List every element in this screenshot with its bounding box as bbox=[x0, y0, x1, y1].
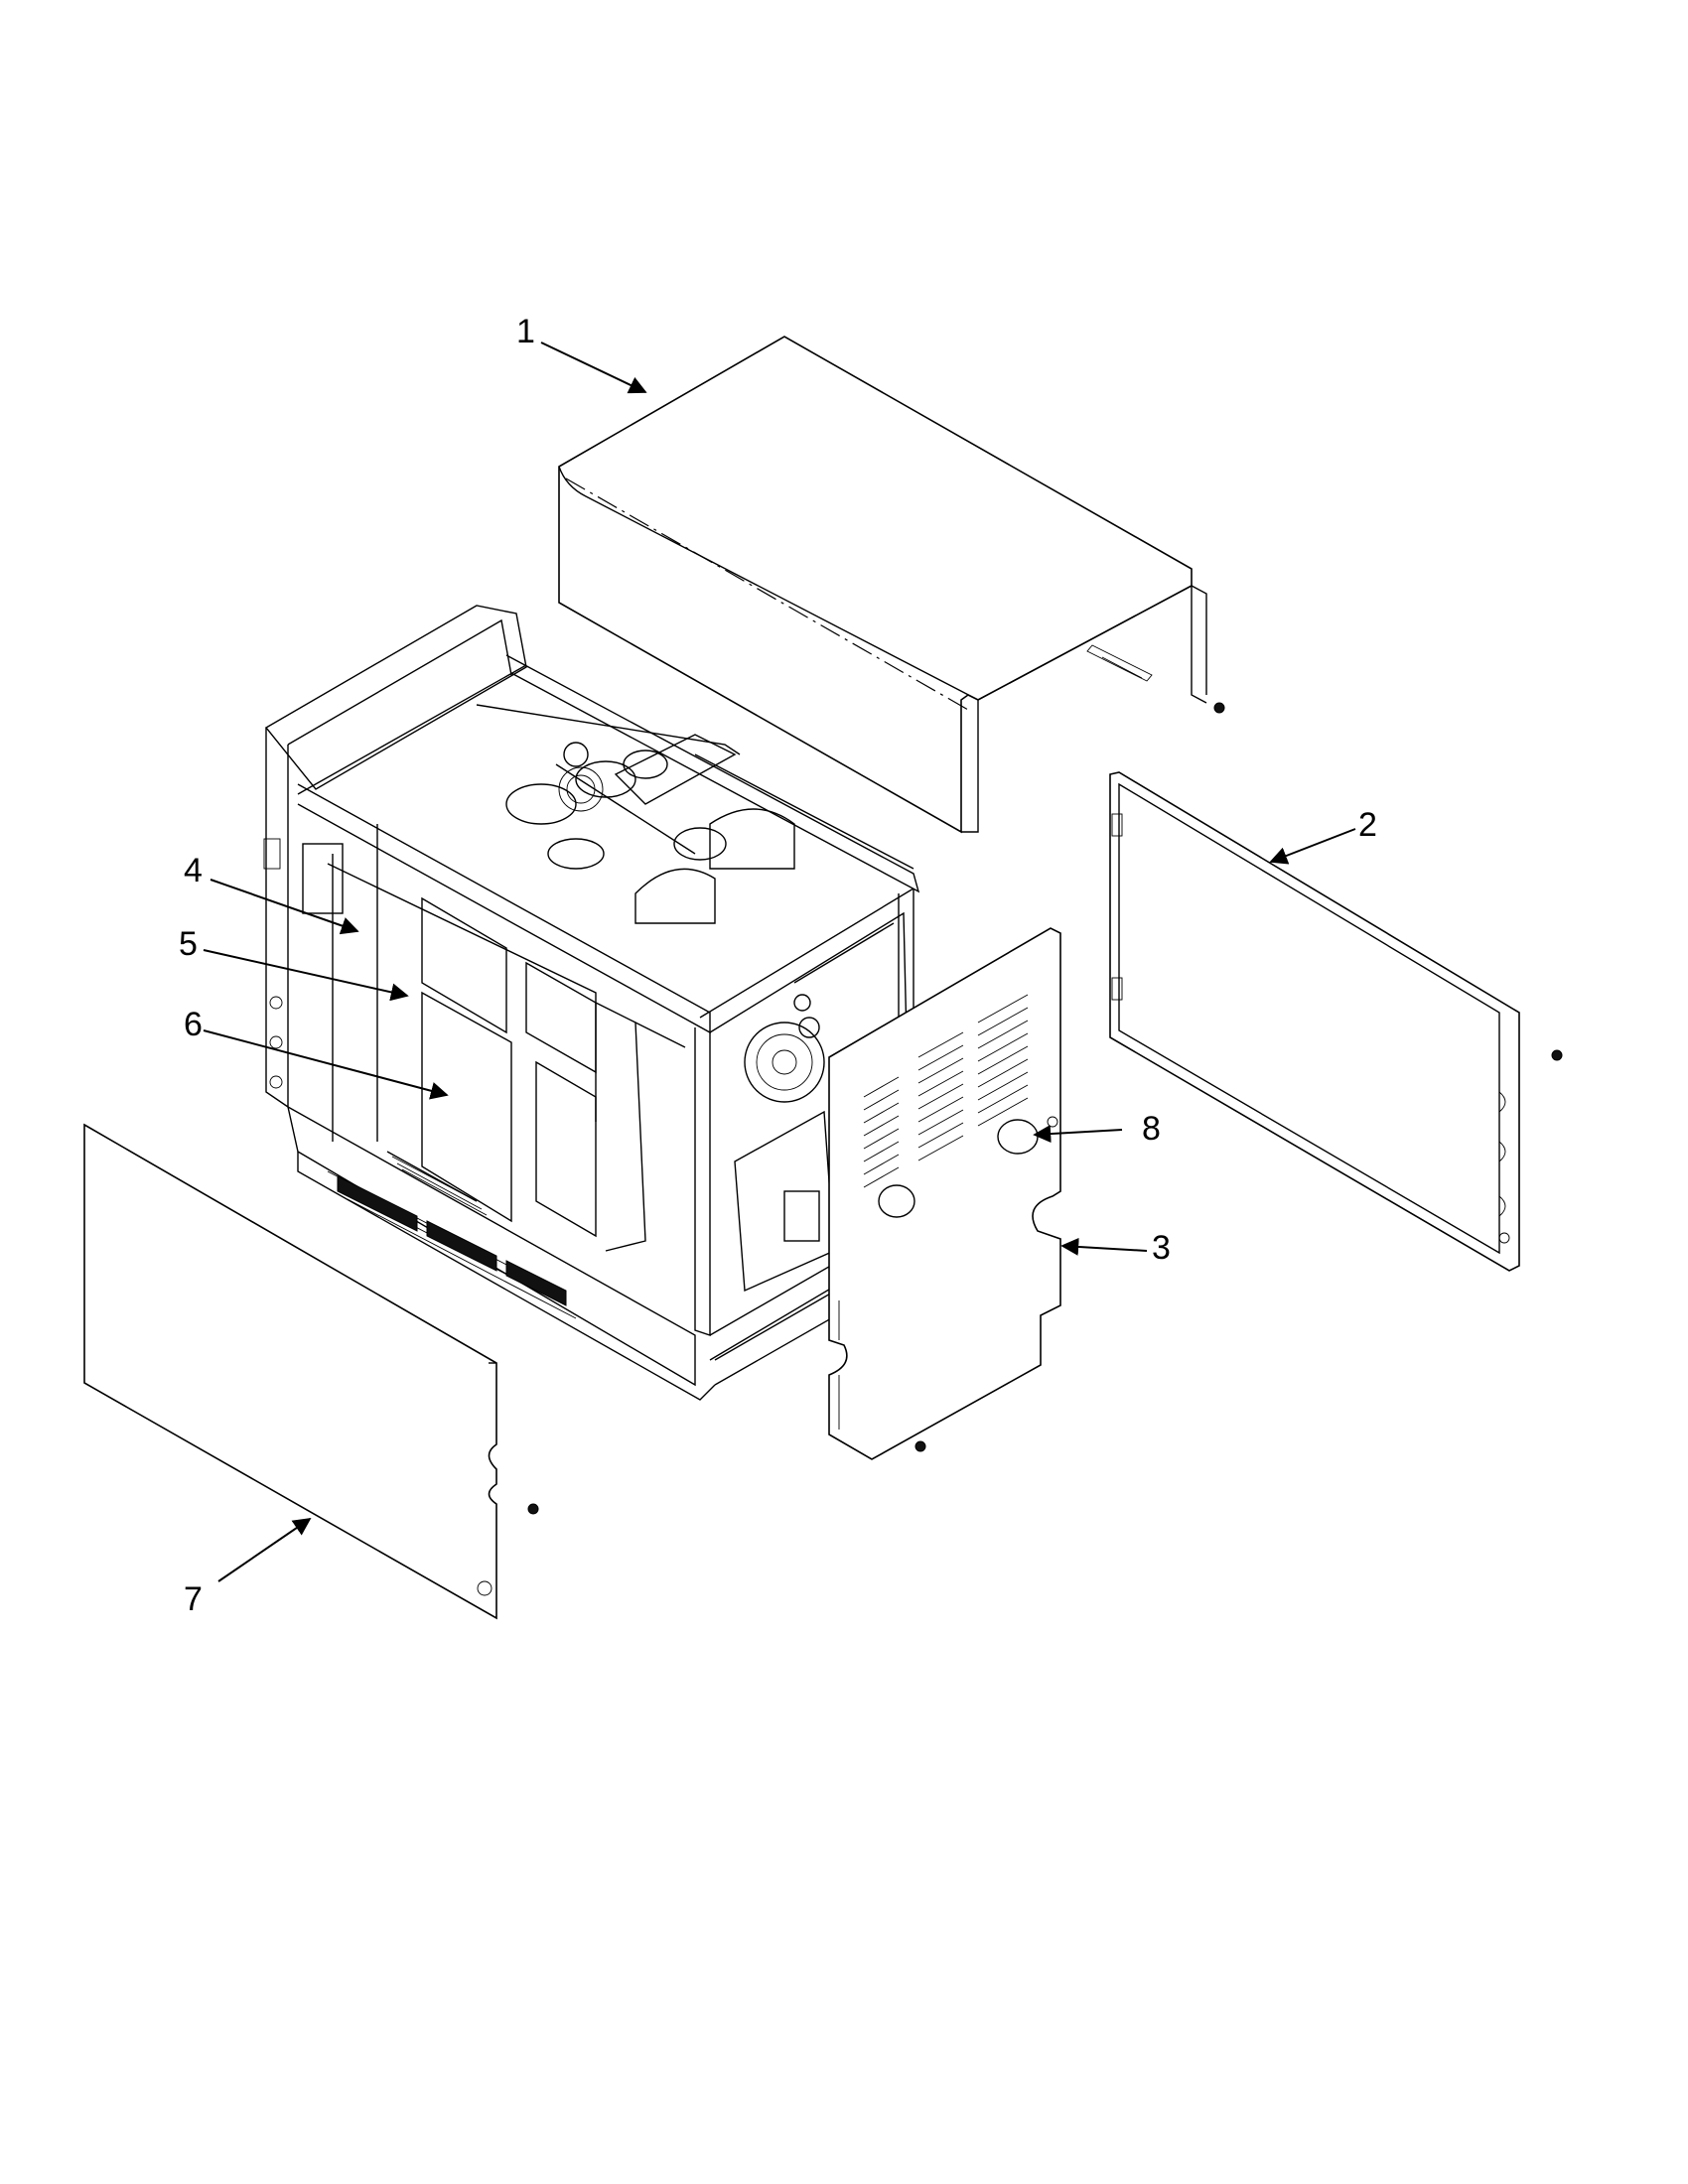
callout-5: 5 bbox=[179, 925, 198, 963]
screw-icon bbox=[1551, 1049, 1563, 1061]
top-cover bbox=[558, 336, 1225, 834]
rear-vent-panel bbox=[828, 927, 1061, 1460]
callout-2: 2 bbox=[1358, 806, 1377, 844]
screw-icon bbox=[1213, 702, 1225, 714]
callout-labels: 1 2 3 4 5 6 7 8 bbox=[179, 313, 1377, 1618]
screw-icon bbox=[527, 1503, 539, 1515]
callout-8: 8 bbox=[1142, 1110, 1161, 1148]
screw-icon bbox=[914, 1440, 926, 1452]
callout-6: 6 bbox=[184, 1006, 203, 1043]
vent-louvers bbox=[863, 994, 1029, 1188]
callout-1: 1 bbox=[516, 313, 535, 350]
callout-7: 7 bbox=[184, 1580, 203, 1618]
left-side-panel bbox=[83, 1123, 539, 1620]
callout-4: 4 bbox=[184, 852, 203, 889]
callout-3: 3 bbox=[1152, 1229, 1171, 1267]
right-side-panel bbox=[1109, 771, 1563, 1272]
callout-leaders bbox=[203, 341, 1356, 1582]
